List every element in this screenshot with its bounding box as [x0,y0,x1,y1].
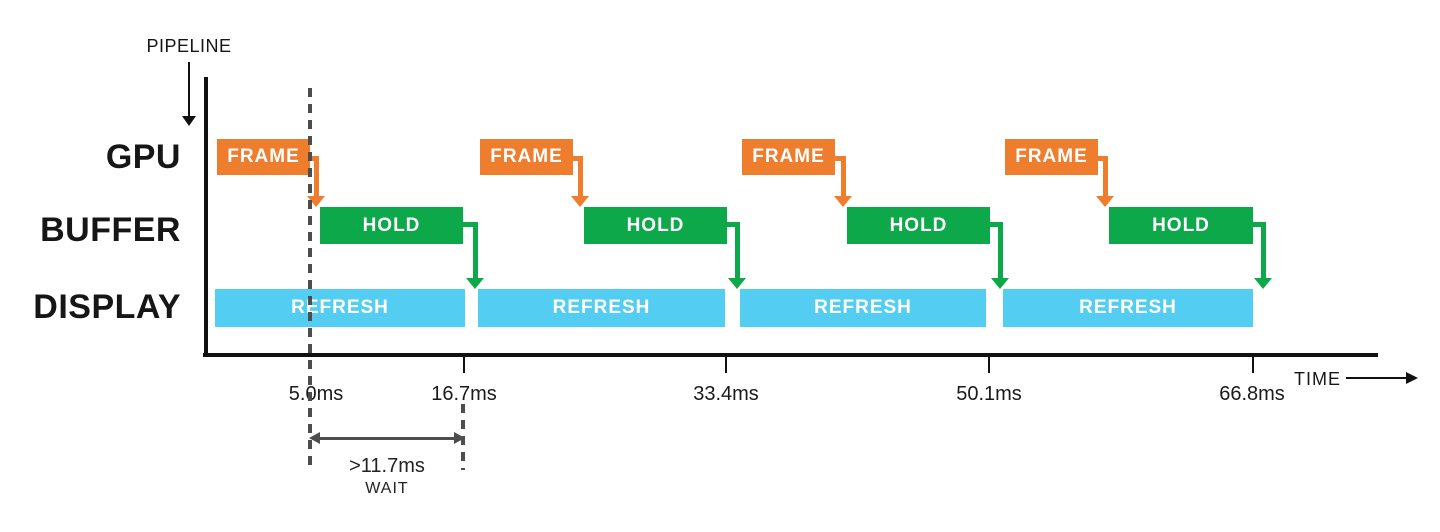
row-label-buffer: BUFFER [40,211,181,249]
hold-to-display-arrow-icon [473,222,478,278]
tick-label-5-0ms: 5.0ms [288,383,344,405]
pipeline-label: PIPELINE [146,36,232,56]
arrow-down-icon [1254,278,1272,289]
hold-box: HOLD [320,207,463,244]
hold-box: HOLD [1109,207,1253,244]
hold-box: HOLD [584,207,727,244]
frame-box: FRAME [217,139,310,175]
y-axis-line [204,77,208,357]
hold-to-display-arrow-icon [1261,222,1266,278]
hold-to-display-arrow-icon [727,222,740,227]
arrow-down-icon [466,278,484,289]
arrow-down-icon [991,278,1009,289]
row-label-gpu: GPU [105,138,181,176]
hold-to-display-arrow-icon [463,222,478,227]
time-axis-line [203,353,1378,357]
tick-label-50-1ms: 50.1ms [956,383,1022,405]
refresh-box: REFRESH [478,289,725,327]
tick-label-16-7ms: 16.7ms [431,383,497,405]
frame-box: FRAME [1005,139,1098,175]
refresh-box: REFRESH [215,289,465,327]
wait-label: WAIT [365,480,409,497]
arrow-down-icon [728,278,746,289]
frame-box: FRAME [480,139,573,175]
frame-to-hold-arrow-icon [835,156,846,161]
refresh-box: REFRESH [740,289,986,327]
axis-tick [988,357,990,373]
axis-tick [725,357,727,373]
frame-to-hold-arrow-icon [578,156,583,196]
row-label-display: DISPLAY [33,288,181,326]
hold-to-display-arrow-icon [998,222,1003,278]
axis-tick [463,357,465,373]
wait-span-line [319,437,455,440]
hold-box: HOLD [847,207,990,244]
frame-to-hold-arrow-icon [314,156,319,196]
hold-to-display-arrow-icon [990,222,1003,227]
arrow-down-icon [1096,196,1114,207]
dashed-guide-16-7ms [461,404,465,470]
time-arrow-line [1346,377,1408,379]
wait-duration-label: >11.7ms [349,455,425,477]
arrow-left-icon [309,432,320,444]
time-axis-label: TIME [1294,369,1341,389]
dashed-guide-5ms [308,88,312,470]
frame-box: FRAME [742,139,835,175]
tick-label-33-4ms: 33.4ms [693,383,759,405]
arrow-down-icon [182,116,196,126]
hold-to-display-arrow-icon [735,222,740,278]
tick-label-66-8ms: 66.8ms [1219,383,1285,405]
arrow-down-icon [571,196,589,207]
arrow-right-icon [454,432,465,444]
axis-tick [1252,357,1254,373]
arrow-down-icon [307,196,325,207]
pipeline-arrow-line [188,62,190,116]
refresh-box: REFRESH [1003,289,1253,327]
frame-to-hold-arrow-icon [841,156,846,196]
arrow-right-icon [1406,372,1418,384]
hold-to-display-arrow-icon [1253,222,1266,227]
frame-to-hold-arrow-icon [1103,156,1108,196]
arrow-down-icon [834,196,852,207]
